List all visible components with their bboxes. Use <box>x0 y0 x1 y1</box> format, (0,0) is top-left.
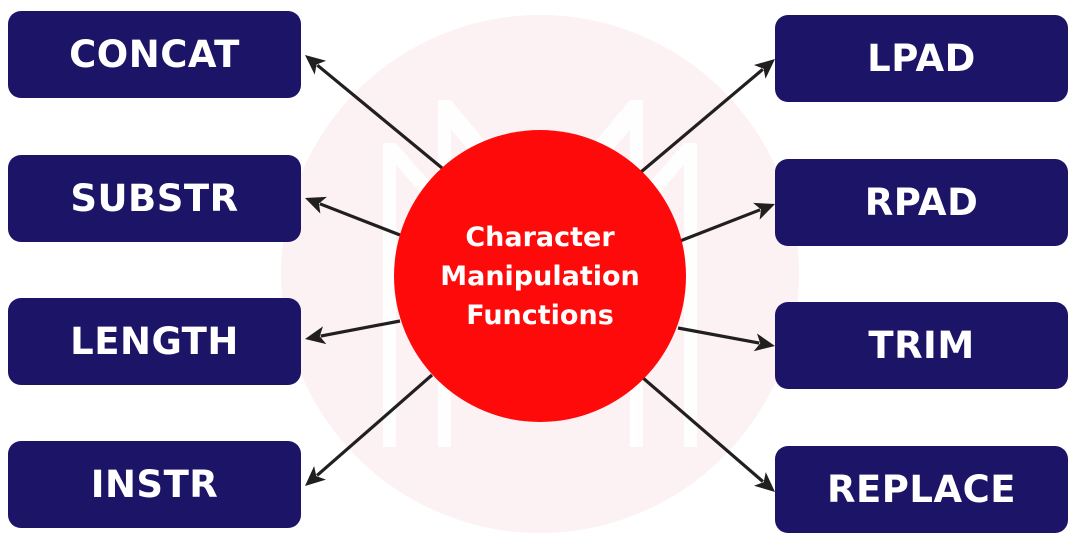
function-box-rpad[interactable]: RPAD <box>775 159 1068 246</box>
function-box-instr[interactable]: INSTR <box>8 441 301 528</box>
function-box-concat[interactable]: CONCAT <box>8 11 301 98</box>
arrow-to-length-head-icon <box>305 326 327 345</box>
arrow-to-substr-line <box>319 202 401 237</box>
arrow-to-instr-head-icon <box>305 466 326 486</box>
arrow-to-replace-head-icon <box>753 472 775 492</box>
arrow-to-length-line <box>320 319 401 338</box>
function-box-replace[interactable]: REPLACE <box>775 446 1068 533</box>
arrow-to-concat-line <box>316 63 444 170</box>
hub-title-line: Character <box>465 221 615 253</box>
arrow-to-concat-head-icon <box>305 55 327 75</box>
function-box-trim[interactable]: TRIM <box>775 302 1068 389</box>
function-box-substr[interactable]: SUBSTR <box>8 155 301 242</box>
hub-title: Character Manipulation Functions <box>425 218 655 335</box>
watermark-bar <box>684 143 697 447</box>
arrow-to-lpad-line <box>639 68 764 174</box>
arrow-to-trim-head-icon <box>753 333 775 352</box>
arrow-to-rpad-head-icon <box>753 202 775 220</box>
center-hub: Character Manipulation Functions <box>394 130 686 422</box>
arrow-to-rpad-line <box>679 208 761 243</box>
arrow-to-instr-line <box>315 373 434 477</box>
arrow-to-trim-line <box>677 326 760 345</box>
arrow-to-substr-head-icon <box>305 196 327 214</box>
arrow-to-replace-line <box>641 376 764 483</box>
hub-title-line: Functions <box>466 299 614 331</box>
hub-title-line: Manipulation <box>440 260 640 292</box>
arrow-to-lpad-head-icon <box>753 59 775 79</box>
watermark-bar <box>383 143 396 447</box>
function-box-length[interactable]: LENGTH <box>8 298 301 385</box>
function-box-lpad[interactable]: LPAD <box>775 15 1068 102</box>
